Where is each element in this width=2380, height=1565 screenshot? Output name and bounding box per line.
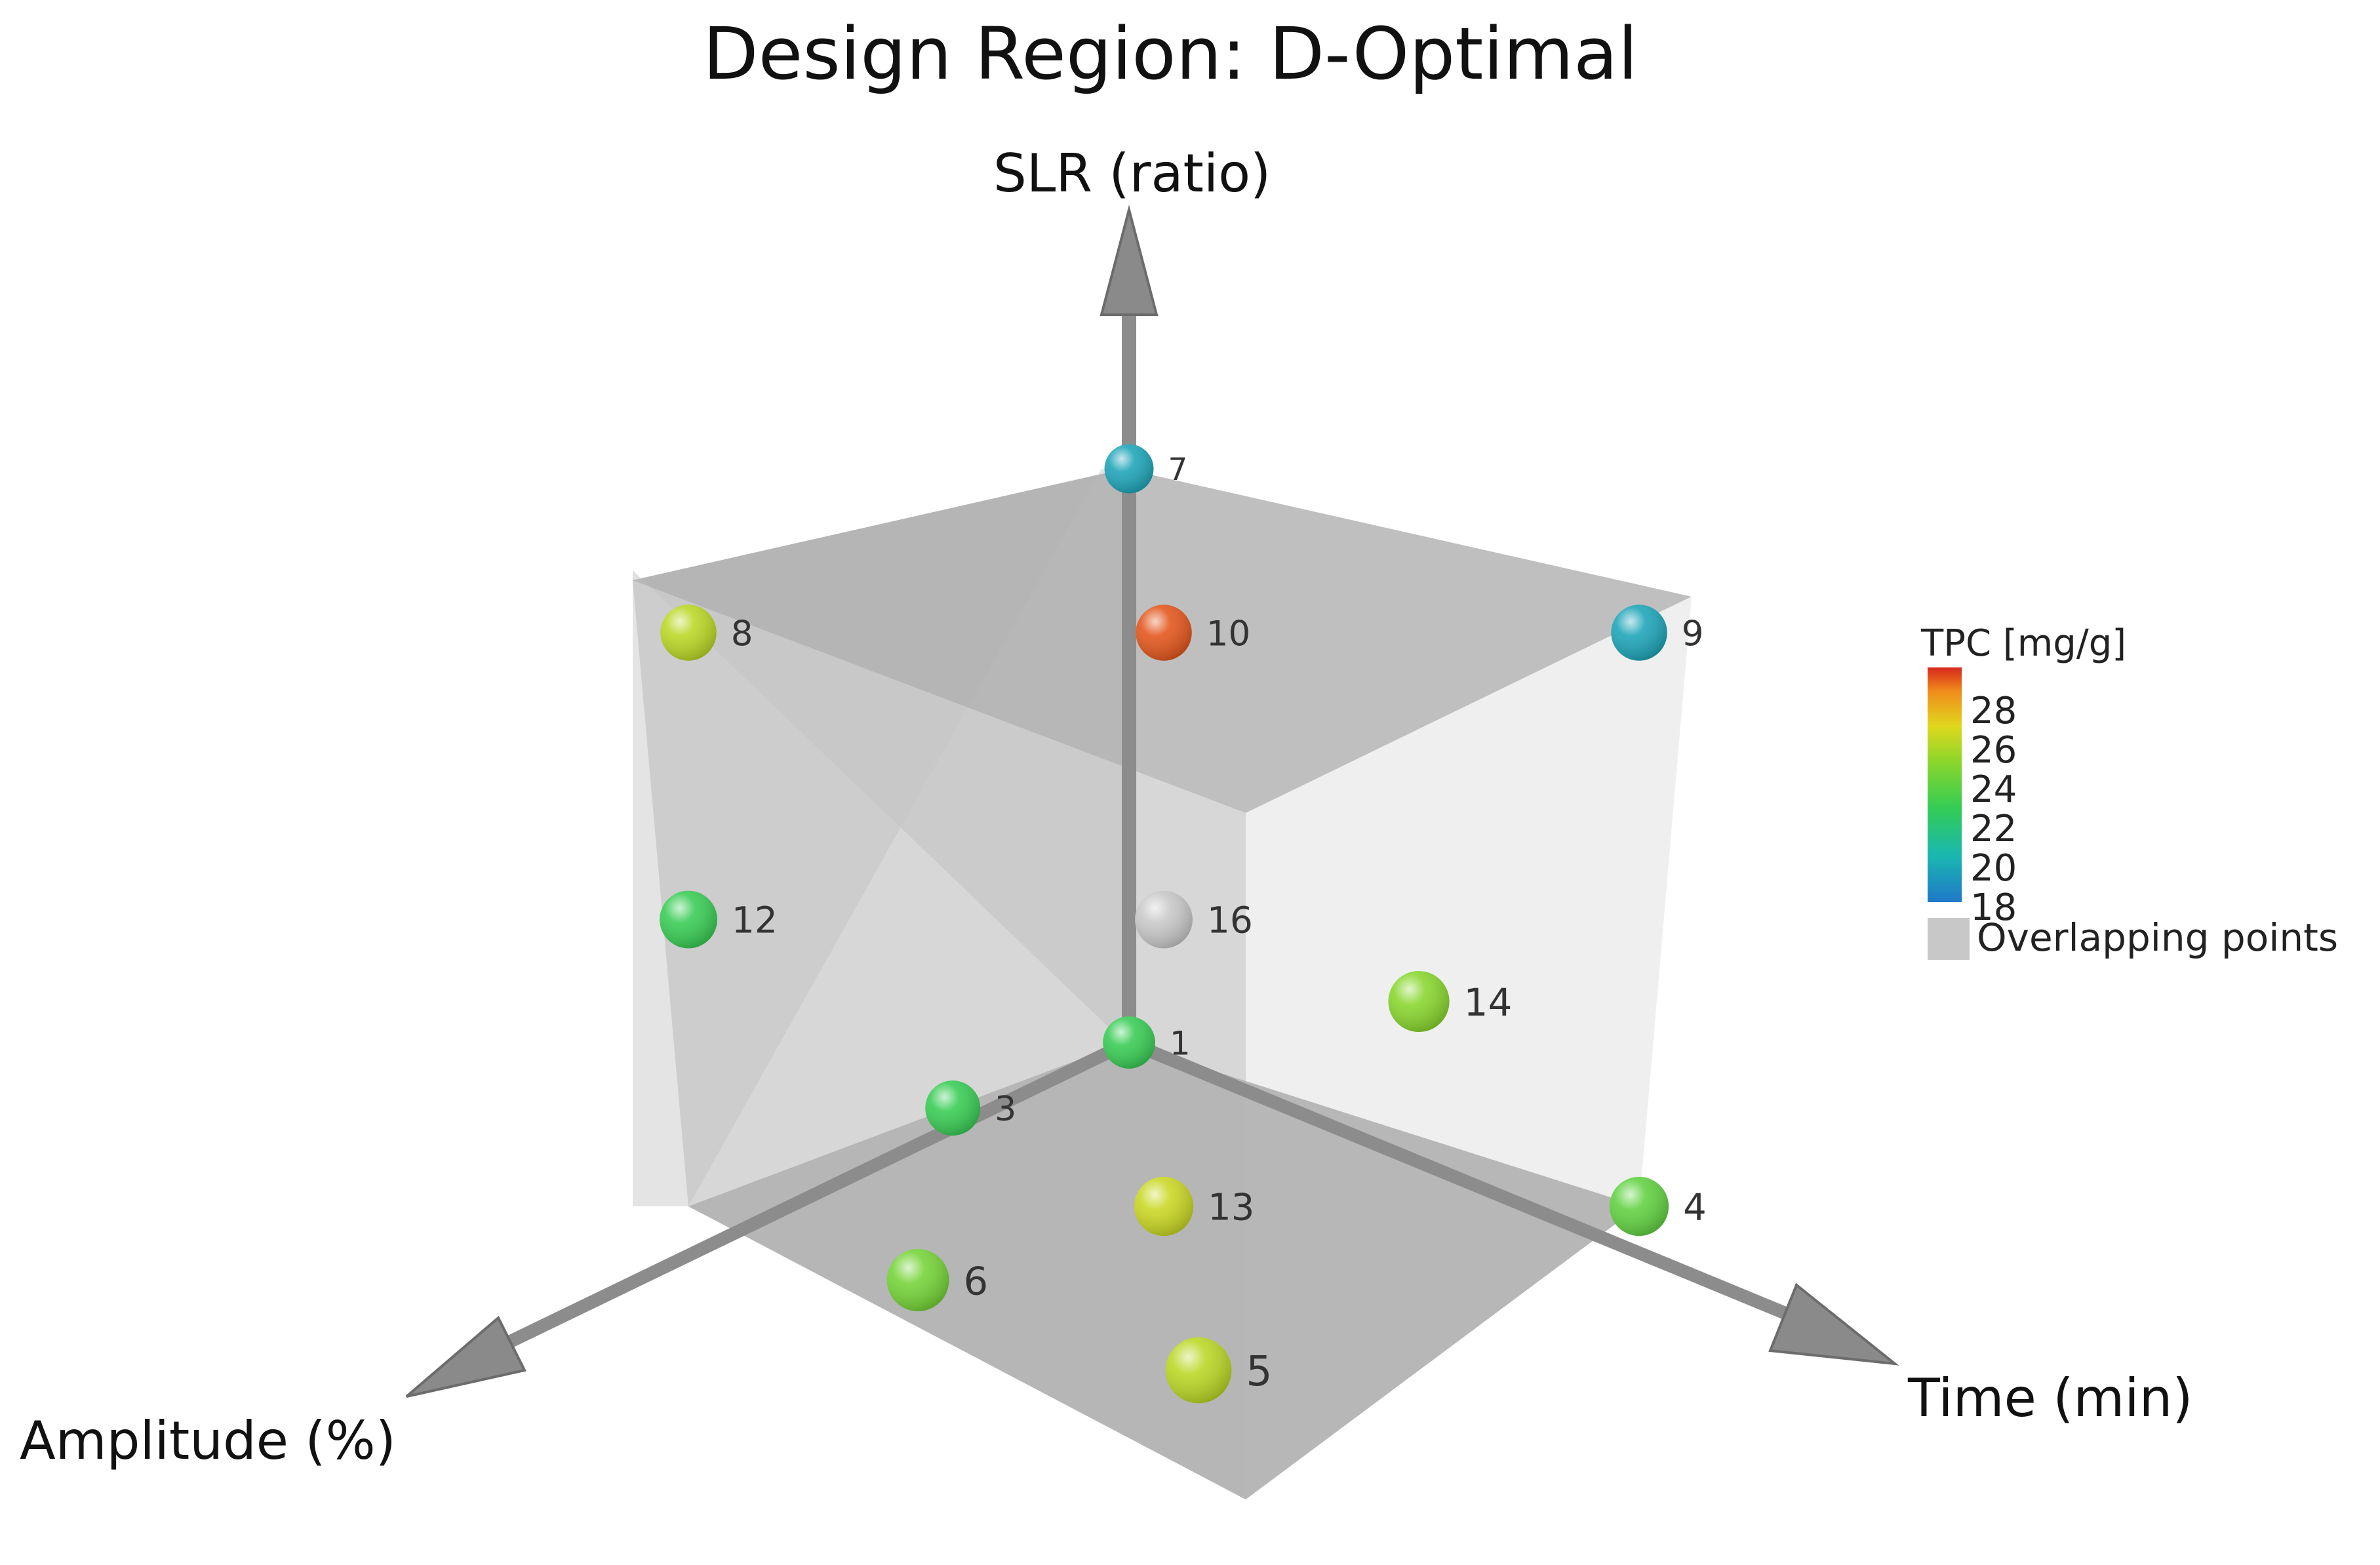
legend-overlap-label: Overlapping points	[1977, 915, 2338, 960]
design-point-9: 9	[1611, 604, 1704, 661]
legend-tick-label: 28	[1970, 690, 2017, 732]
design-point-label: 3	[995, 1090, 1016, 1129]
design-point-label: 1	[1170, 1024, 1191, 1062]
design-point-7: 7	[1104, 444, 1187, 494]
design-point-shading	[660, 604, 717, 661]
legend-overlap-swatch	[1928, 918, 1970, 960]
legend-tick-label: 24	[1970, 768, 2017, 811]
chart-title: Design Region: D-Optimal	[703, 12, 1638, 96]
time-axis-arrowhead	[1768, 1282, 1899, 1366]
time-axis-line	[1126, 1036, 1799, 1324]
legend-tick-label: 26	[1970, 729, 2017, 772]
legend-tick-label: 20	[1970, 847, 2017, 890]
design-point-8: 8	[660, 604, 753, 661]
cube-front-face	[633, 580, 1246, 1499]
amplitude-axis-label: Amplitude (%)	[20, 1410, 396, 1471]
design-point-12: 12	[660, 890, 778, 949]
design-point-label: 7	[1168, 452, 1187, 488]
design-point-label: 12	[732, 900, 778, 941]
design-point-14: 14	[1388, 970, 1513, 1033]
design-point-shading	[1388, 970, 1450, 1033]
data-points: 1 7 3 4 8 9 10 12 13 16 6 14 5	[660, 444, 1707, 1404]
design-point-label: 4	[1683, 1187, 1707, 1229]
axes: SLR (ratio) Amplitude (%) Time (min)	[20, 143, 2193, 1471]
design-point-6: 6	[886, 1249, 989, 1311]
design-point-label: 6	[964, 1258, 989, 1303]
design-point-label: 5	[1246, 1347, 1272, 1395]
design-point-label: 13	[1208, 1187, 1254, 1229]
design-point-shading	[1609, 1176, 1669, 1237]
design-point-shading	[1135, 890, 1193, 949]
design-region-cube	[633, 469, 1692, 1499]
design-point-16: 16	[1135, 890, 1253, 949]
design-point-shading	[886, 1249, 949, 1311]
design-point-shading	[1165, 1337, 1232, 1404]
time-axis-label: Time (min)	[1907, 1368, 2193, 1429]
legend-tick-label: 22	[1970, 808, 2017, 850]
amplitude-axis-arrowhead	[405, 1315, 526, 1398]
design-point-1: 1	[1103, 1016, 1191, 1069]
design-point-shading	[1136, 604, 1192, 661]
design-point-label: 16	[1207, 900, 1253, 941]
design-point-shading	[925, 1080, 981, 1136]
design-point-label: 10	[1206, 614, 1250, 654]
amplitude-axis-line	[495, 1036, 1132, 1354]
design-point-shading	[1134, 1176, 1194, 1237]
design-point-shading	[660, 890, 717, 949]
legend-title: TPC [mg/g]	[1920, 622, 2126, 665]
design-point-shading	[1611, 604, 1667, 661]
design-point-10: 10	[1136, 604, 1250, 661]
design-point-3: 3	[925, 1080, 1016, 1136]
design-point-label: 9	[1682, 614, 1704, 654]
slr-axis-arrowhead	[1100, 205, 1159, 316]
design-point-shading	[1104, 444, 1154, 494]
design-point-label: 8	[731, 614, 753, 654]
design-point-4: 4	[1609, 1176, 1707, 1237]
legend-colorbar	[1928, 667, 1962, 902]
design-point-13: 13	[1134, 1176, 1254, 1237]
design-point-label: 14	[1464, 980, 1513, 1025]
legend-tick-label: 18	[1970, 886, 2017, 929]
design-point-shading	[1103, 1016, 1155, 1069]
design-point-5: 5	[1165, 1337, 1272, 1404]
slr-axis-label: SLR (ratio)	[993, 143, 1271, 204]
